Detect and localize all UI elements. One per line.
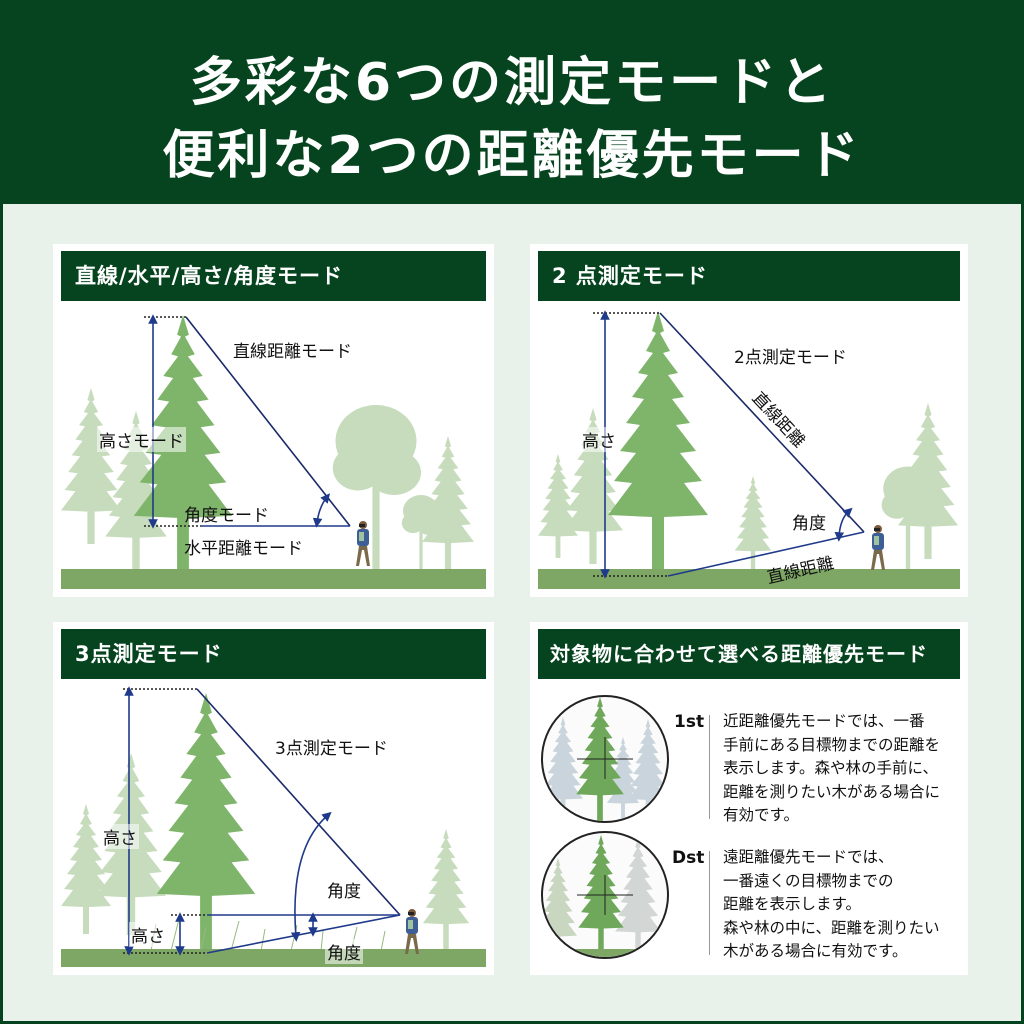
label-horizontal-distance: 水平距離モード — [184, 539, 303, 559]
scope-far-tree-icon — [541, 831, 669, 959]
label-height: 高さ — [101, 824, 139, 849]
mode-tag-dst: Dst — [672, 848, 705, 868]
label-angle-upper: 角度 — [327, 882, 361, 902]
ground — [538, 569, 960, 589]
mode-tag-1st: 1st — [674, 712, 705, 732]
divider — [709, 715, 710, 819]
measurement-lines — [123, 686, 401, 956]
label-mode: 3点測定モード — [275, 739, 388, 759]
main-tree-icon — [608, 311, 708, 571]
label-height: 高さモード — [97, 427, 186, 452]
hiker-icon — [356, 521, 370, 566]
description-dst: 遠距離優先モードでは、 一番遠くの目標物までの 距離を表示します。 森や林の中に… — [723, 848, 940, 960]
label-line-distance: 直線距離モード — [233, 342, 352, 362]
forest-illustration — [61, 314, 486, 589]
main-tree-icon — [156, 693, 256, 949]
label-angle: 角度モード — [184, 506, 269, 526]
divider — [709, 851, 710, 955]
panel-line-horizontal-height-angle: 直線/水平/高さ/角度モード 直線距離 — [53, 244, 494, 597]
diagram-scene: 3点測定モード 高さ 角度 高さ 角度 — [61, 679, 486, 967]
label-angle: 角度 — [792, 514, 826, 534]
diagram-scene: 2点測定モード 直線距離 高さ 角度 直線距離 — [538, 301, 960, 589]
description-1st: 近距離優先モードでは、一番 手前にある目標物までの距離を 表示します。森や林の手… — [723, 712, 941, 824]
diagram-scene: 直線距離モード 高さモード 角度モード 水平距離モード — [61, 301, 486, 589]
hiker-icon — [871, 525, 885, 570]
panel-two-point: 2 点測定モード 2点測定モード — [530, 244, 968, 597]
panel-title: 2 点測定モード — [538, 251, 960, 301]
measurement-lines — [144, 314, 351, 529]
ground — [61, 569, 486, 589]
page-title-line-1: 多彩な6つの測定モードと — [189, 53, 835, 113]
hiker-icon — [405, 909, 419, 954]
label-angle-lower: 角度 — [325, 939, 363, 964]
scope-near-tree-icon — [541, 695, 669, 823]
label-height-lower: 高さ — [129, 922, 167, 947]
label-mode: 2点測定モード — [734, 348, 847, 368]
panel-title: 3点測定モード — [61, 629, 486, 679]
ground — [61, 949, 486, 967]
page-title-line-2: 便利な2つの距離優先モード — [162, 126, 862, 186]
title-banner: 多彩な6つの測定モードと 便利な2つの距離優先モード — [0, 0, 1024, 204]
forest-illustration — [538, 310, 960, 589]
panel-three-point: 3点測定モード — [53, 622, 494, 975]
panel-title: 直線/水平/高さ/角度モード — [61, 251, 486, 301]
panel-distance-priority: 対象物に合わせて選べる距離優先モード 1st 近距離優先モードでは、一番 手前に… — [530, 622, 968, 975]
forest-illustration — [61, 686, 486, 967]
label-height: 高さ — [580, 427, 618, 452]
panel-title: 対象物に合わせて選べる距離優先モード — [538, 629, 960, 679]
